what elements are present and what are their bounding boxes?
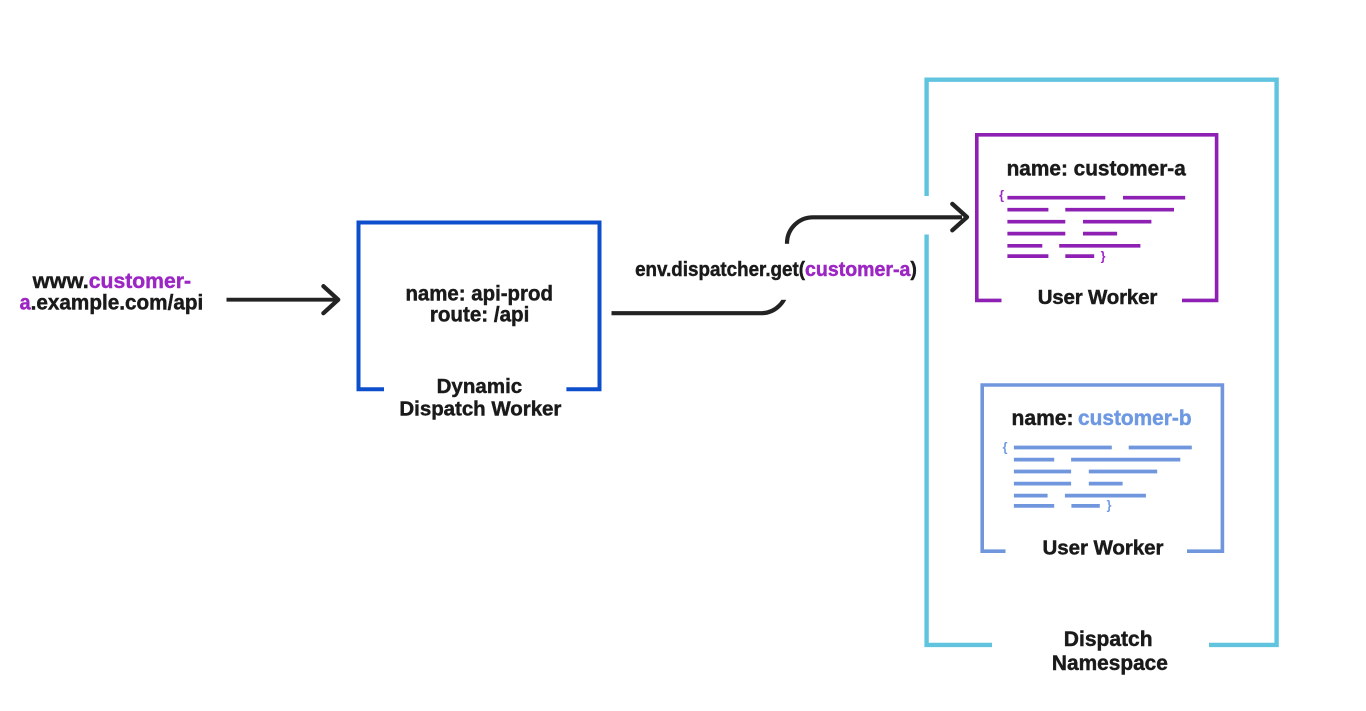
svg-text:}: }	[1107, 498, 1112, 512]
svg-text:a: a	[20, 291, 32, 315]
svg-text:Dynamic: Dynamic	[437, 375, 523, 398]
svg-text:User Worker: User Worker	[1038, 286, 1158, 309]
svg-text:): )	[910, 258, 917, 281]
svg-text:User Worker: User Worker	[1043, 537, 1164, 560]
svg-text:customer-a: customer-a	[805, 258, 911, 281]
svg-text:.example.com/api: .example.com/api	[31, 291, 204, 315]
svg-text:customer-b: customer-b	[1078, 407, 1192, 430]
svg-text:name: customer-a: name: customer-a	[1007, 157, 1187, 180]
svg-text:env.dispatcher.get(: env.dispatcher.get(	[635, 258, 805, 281]
svg-text:customer-: customer-	[89, 269, 191, 293]
svg-text:Dispatch Worker: Dispatch Worker	[399, 397, 561, 420]
svg-text:name:: name:	[1012, 407, 1074, 430]
svg-text:name: api-prod: name: api-prod	[405, 283, 553, 306]
svg-text:route: /api: route: /api	[430, 304, 530, 327]
svg-text:{: {	[999, 188, 1004, 202]
svg-text:www.: www.	[32, 269, 89, 293]
svg-text:}: }	[1101, 249, 1106, 263]
svg-text:Dispatch: Dispatch	[1064, 628, 1153, 651]
svg-text:Namespace: Namespace	[1052, 652, 1168, 675]
svg-text:{: {	[1003, 440, 1008, 454]
